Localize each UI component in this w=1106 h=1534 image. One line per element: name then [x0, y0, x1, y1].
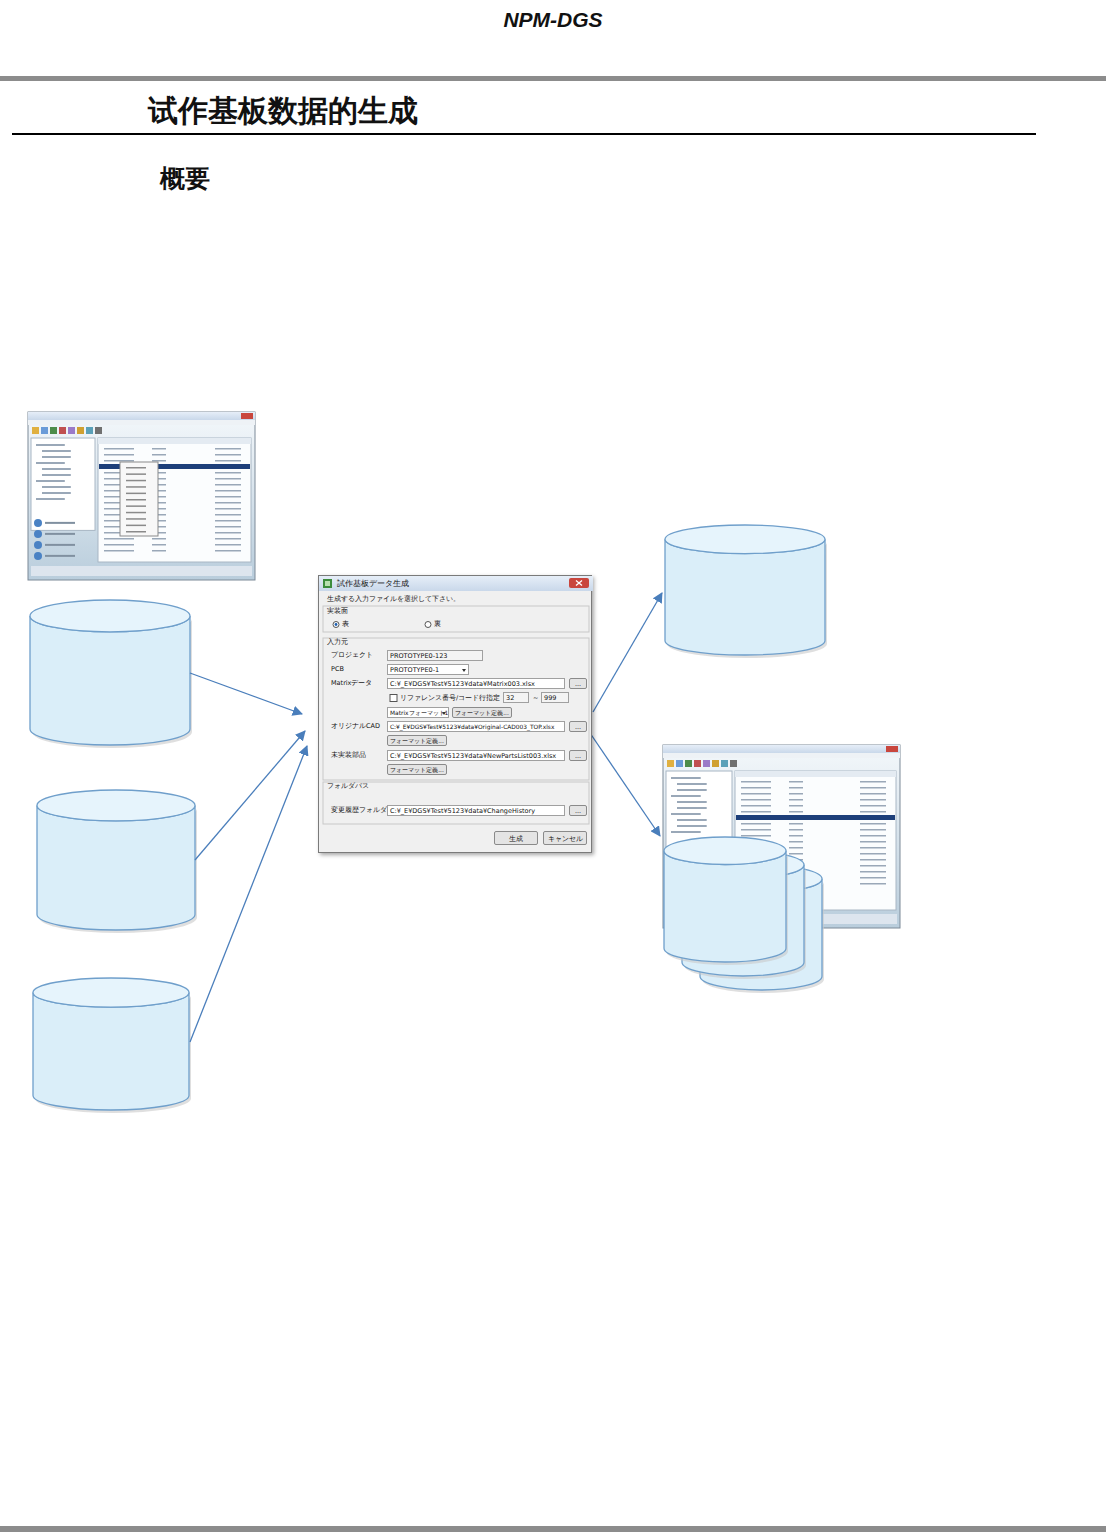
- path-field: C:¥_E¥DGS¥Test¥5123¥data¥NewPartsList003…: [387, 750, 565, 761]
- field-label: 実装面: [327, 606, 348, 617]
- readonly-field: PROTOTYPE0-123: [387, 650, 483, 661]
- database-cylinder: [664, 837, 788, 965]
- path-field: C:¥_E¥DGS¥Test¥5123¥data¥ChangeHistory: [387, 805, 565, 816]
- field-label: 未実装部品: [331, 750, 366, 761]
- field-label: Matrixデータ: [331, 678, 372, 689]
- database-cylinder: [37, 790, 197, 933]
- field-label: 生成する入力ファイルを選択して下さい。: [327, 594, 460, 605]
- window-title: 試作基板データ生成: [337, 578, 409, 589]
- dialog-window: 試作基板データ生成生成する入力ファイルを選択して下さい。実装面表 裏入力元プロジェ…: [318, 575, 592, 853]
- push-button: ...: [569, 678, 587, 689]
- push-button: 生成: [494, 831, 538, 845]
- push-button: フォーマット定義...: [387, 764, 447, 775]
- flow-arrow: [590, 733, 660, 836]
- field-label: ~: [533, 693, 538, 704]
- dropdown-field: Matrixフォーマット1: [387, 707, 449, 718]
- push-button: キャンセル: [543, 831, 587, 845]
- field-label: 変更履歴フォルダ: [331, 805, 387, 816]
- field-label: リファレンス番号/コード行指定: [400, 693, 500, 704]
- subsection-title: 概要: [160, 162, 210, 195]
- flow-arrow: [593, 593, 662, 712]
- dropdown-field: PROTOTYPE0-1: [387, 664, 469, 675]
- readonly-field: 999: [541, 692, 569, 703]
- flow-arrow: [195, 731, 305, 860]
- database-cylinder: [665, 525, 827, 658]
- database-cylinder: [30, 600, 192, 748]
- app-screenshot: [28, 412, 255, 580]
- field-label: PCB: [331, 664, 344, 675]
- dropdown-arrow: [462, 669, 466, 672]
- field-label: オリジナルCAD: [331, 721, 380, 732]
- flow-arrow: [190, 746, 307, 1042]
- push-button: ...: [569, 805, 587, 816]
- push-button: ...: [569, 750, 587, 761]
- flow-arrow: [190, 673, 302, 714]
- push-button: フォーマット定義...: [452, 707, 512, 718]
- path-field: C:¥_E¥DGS¥Test¥5123¥data¥Original-CAD003…: [387, 721, 565, 732]
- field-label: フォルダパス: [327, 781, 369, 792]
- push-button: ...: [569, 721, 587, 732]
- title-rule: [12, 133, 1036, 135]
- readonly-field: 32: [503, 692, 529, 703]
- section-title: 试作基板数据的生成: [148, 91, 418, 132]
- field-label: 表: [342, 619, 349, 630]
- header-rule: [0, 76, 1106, 81]
- push-button: フォーマット定義...: [387, 735, 447, 746]
- running-header: NPM-DGS: [503, 8, 602, 32]
- path-field: C:¥_E¥DGS¥Test¥5123¥data¥Matrix003.xlsx: [387, 678, 565, 689]
- dropdown-arrow: [442, 712, 446, 715]
- field-label: 入力元: [327, 637, 348, 648]
- field-label: プロジェクト: [331, 650, 373, 661]
- footer-rule: [0, 1526, 1106, 1532]
- database-cylinder: [33, 978, 191, 1113]
- field-label: 裏: [434, 619, 441, 630]
